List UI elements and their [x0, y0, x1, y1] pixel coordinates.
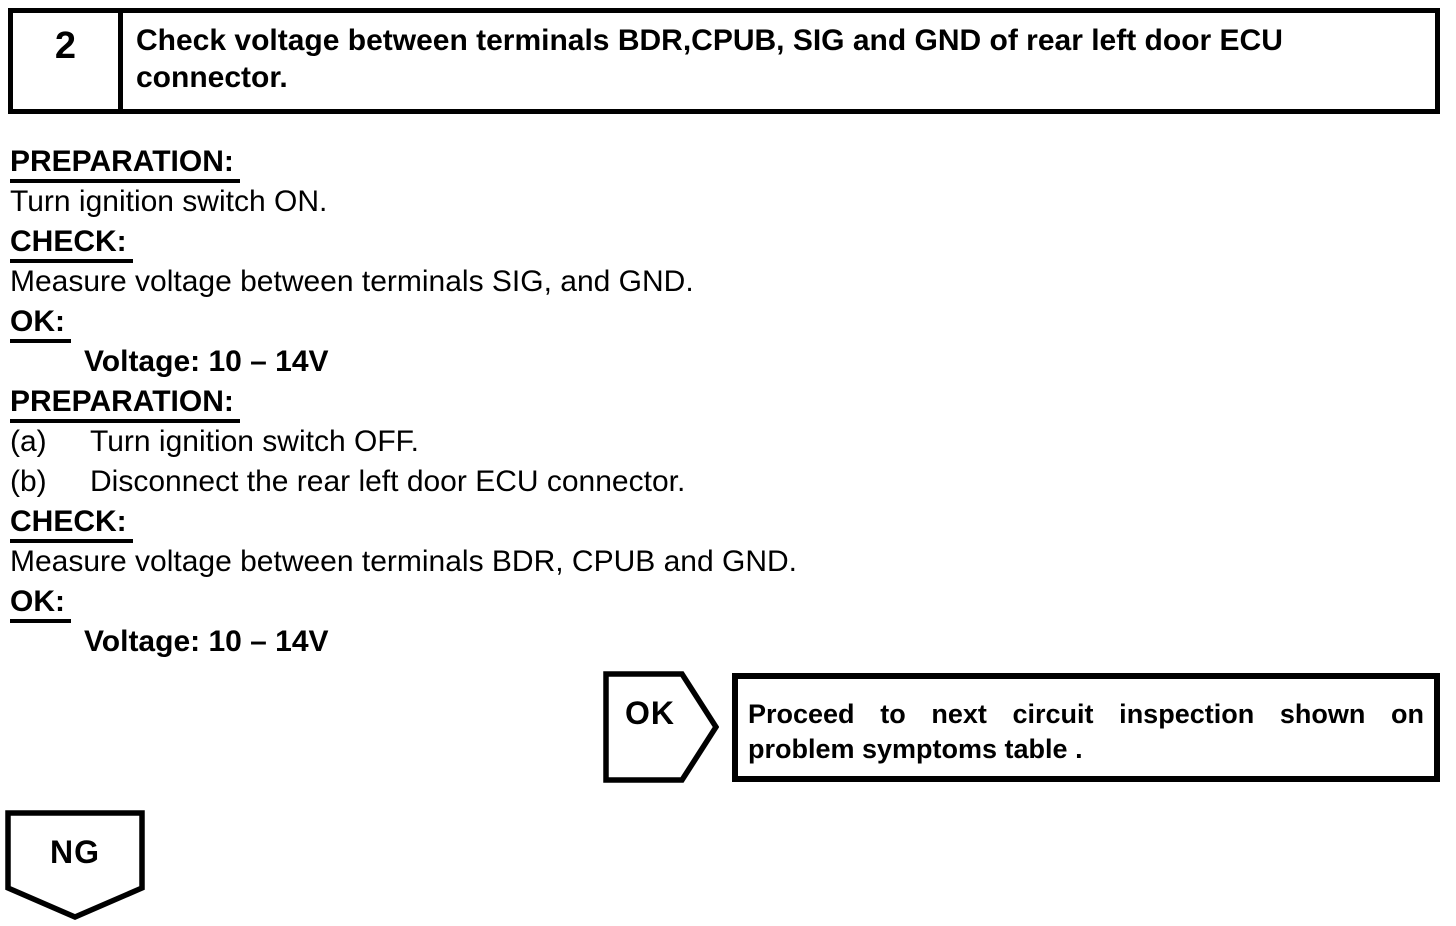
step-b-text: Disconnect the rear left door ECU connec…: [90, 465, 686, 498]
step-a-text: Turn ignition switch OFF.: [90, 425, 419, 458]
ok-result-box: Proceed to next circuit inspection shown…: [732, 673, 1440, 782]
ok-flow-arrow: OK: [603, 671, 719, 783]
check-1-heading-line: CHECK:: [10, 222, 1410, 263]
ok-1-heading: OK:: [10, 305, 71, 343]
ng-arrow-icon: [5, 810, 145, 920]
step-a-label: (a): [10, 425, 47, 458]
step-header-box: 2 Check voltage between terminals BDR,CP…: [8, 8, 1440, 114]
ok-arrow-label: OK: [625, 694, 675, 731]
check-2-heading-line: CHECK:: [10, 502, 1410, 543]
preparation-1-heading: PREPARATION:: [10, 145, 240, 183]
ok-2-spec: Voltage: 10 – 14V: [84, 625, 329, 658]
ok-1-heading-line: OK:: [10, 302, 1410, 343]
ok-1-spec: Voltage: 10 – 14V: [84, 345, 329, 378]
procedure-section: PREPARATION: Turn ignition switch ON. CH…: [10, 142, 1410, 662]
step-number: 2: [13, 13, 123, 109]
ok-2-heading-line: OK:: [10, 582, 1410, 623]
check-2-text: Measure voltage between terminals BDR, C…: [10, 545, 798, 578]
preparation-1-text: Turn ignition switch ON.: [10, 185, 328, 218]
preparation-2-step-b: (b) Disconnect the rear left door ECU co…: [10, 462, 1410, 502]
ng-arrow-label: NG: [50, 833, 100, 870]
check-1-heading: CHECK:: [10, 225, 133, 263]
ok-2-heading: OK:: [10, 585, 71, 623]
step-b-label: (b): [10, 465, 47, 498]
ng-flow-arrow: NG: [5, 810, 145, 920]
preparation-2-heading-line: PREPARATION:: [10, 382, 1410, 423]
preparation-2-step-a: (a) Turn ignition switch OFF.: [10, 422, 1410, 462]
step-title: Check voltage between terminals BDR,CPUB…: [136, 24, 1283, 94]
check-2-heading: CHECK:: [10, 505, 133, 543]
check-1-text: Measure voltage between terminals SIG, a…: [10, 265, 694, 298]
preparation-2-heading: PREPARATION:: [10, 385, 240, 423]
ok-arrow-icon: [603, 671, 719, 783]
ok-result-text: Proceed to next circuit inspection shown…: [748, 699, 1424, 764]
preparation-1-heading-line: PREPARATION:: [10, 142, 1410, 183]
